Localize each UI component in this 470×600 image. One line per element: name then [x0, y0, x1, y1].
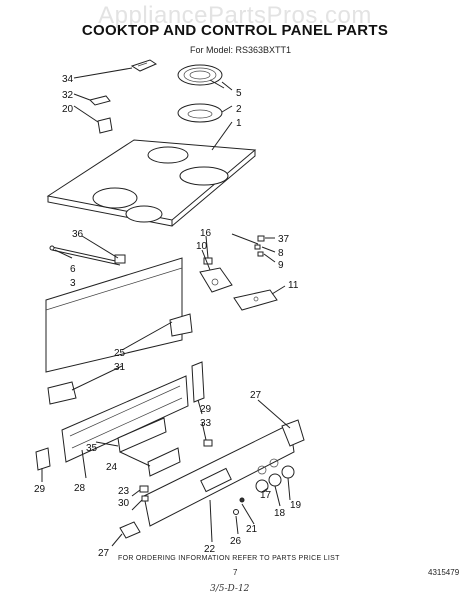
part-27-end-cap: [119, 419, 305, 539]
part-37-wire-bracket: [231, 233, 265, 257]
part-5-surface-element: [177, 64, 225, 89]
callout-16: 16: [200, 228, 212, 239]
part-28-backguard: [61, 375, 189, 463]
ordering-note: FOR ORDERING INFORMATION REFER TO PARTS …: [118, 555, 340, 562]
callout-24: 24: [106, 462, 118, 473]
callout-2: 2: [236, 104, 242, 115]
callout-27-bottom: 27: [98, 548, 110, 559]
document-code: 4315479: [428, 568, 460, 577]
diagram-title: COOKTOP AND CONTROL PANEL PARTS: [81, 22, 389, 39]
callout-28: 28: [74, 483, 86, 494]
callout-3: 3: [70, 278, 76, 289]
callout-25: 25: [114, 348, 126, 359]
page-number: 7: [233, 568, 238, 577]
part-31-bracket: [47, 313, 193, 405]
callout-29-left: 29: [34, 484, 46, 495]
callout-19: 19: [290, 500, 302, 511]
part-22-control-panel: [143, 423, 295, 527]
callout-26: 26: [230, 536, 242, 547]
callout-37: 37: [278, 234, 290, 245]
callout-22: 22: [204, 544, 216, 555]
part-10-switch: [199, 257, 233, 293]
callout-30: 30: [118, 498, 130, 509]
callout-27-top: 27: [250, 390, 262, 401]
callout-33: 33: [200, 418, 212, 429]
part-36-rod-assembly: [49, 245, 126, 266]
callout-31: 31: [114, 362, 126, 373]
callout-18: 18: [274, 508, 286, 519]
model-subtitle: For Model: RS363BXTT1: [190, 45, 292, 55]
callout-35: 35: [86, 443, 98, 454]
callout-17: 17: [260, 490, 272, 501]
part-1-cooktop: [46, 139, 257, 227]
part-26-fastener: [233, 497, 245, 515]
callout-5: 5: [236, 88, 242, 99]
part-32-clip: [89, 95, 111, 106]
leader-lines: [41, 67, 291, 547]
part-34-bracket: [130, 59, 158, 72]
callout-9: 9: [278, 260, 284, 271]
part-25-panel: [45, 257, 183, 373]
callout-36: 36: [72, 229, 84, 240]
callout-32: 32: [62, 90, 74, 101]
part-33-clip: [203, 439, 213, 447]
part-24-window: [117, 417, 181, 477]
callout-20: 20: [62, 104, 74, 115]
part-23-clip: [139, 485, 149, 502]
part-20-clip: [97, 117, 113, 134]
part-2-drip-bowl: [177, 103, 223, 123]
callout-29-right: 29: [200, 404, 212, 415]
callout-1: 1: [236, 118, 242, 129]
handwritten-note: 3/5-D-12: [210, 584, 250, 594]
part-29-end-cap: [35, 361, 205, 471]
callout-8: 8: [278, 248, 284, 259]
callout-6: 6: [70, 264, 76, 275]
callout-34: 34: [62, 74, 74, 85]
watermark: AppliancePartsPros.com: [98, 2, 372, 29]
callout-23: 23: [118, 486, 130, 497]
callout-11: 11: [288, 280, 299, 291]
callout-10: 10: [196, 241, 208, 252]
callout-21: 21: [246, 524, 258, 535]
part-11-bracket: [233, 289, 278, 311]
